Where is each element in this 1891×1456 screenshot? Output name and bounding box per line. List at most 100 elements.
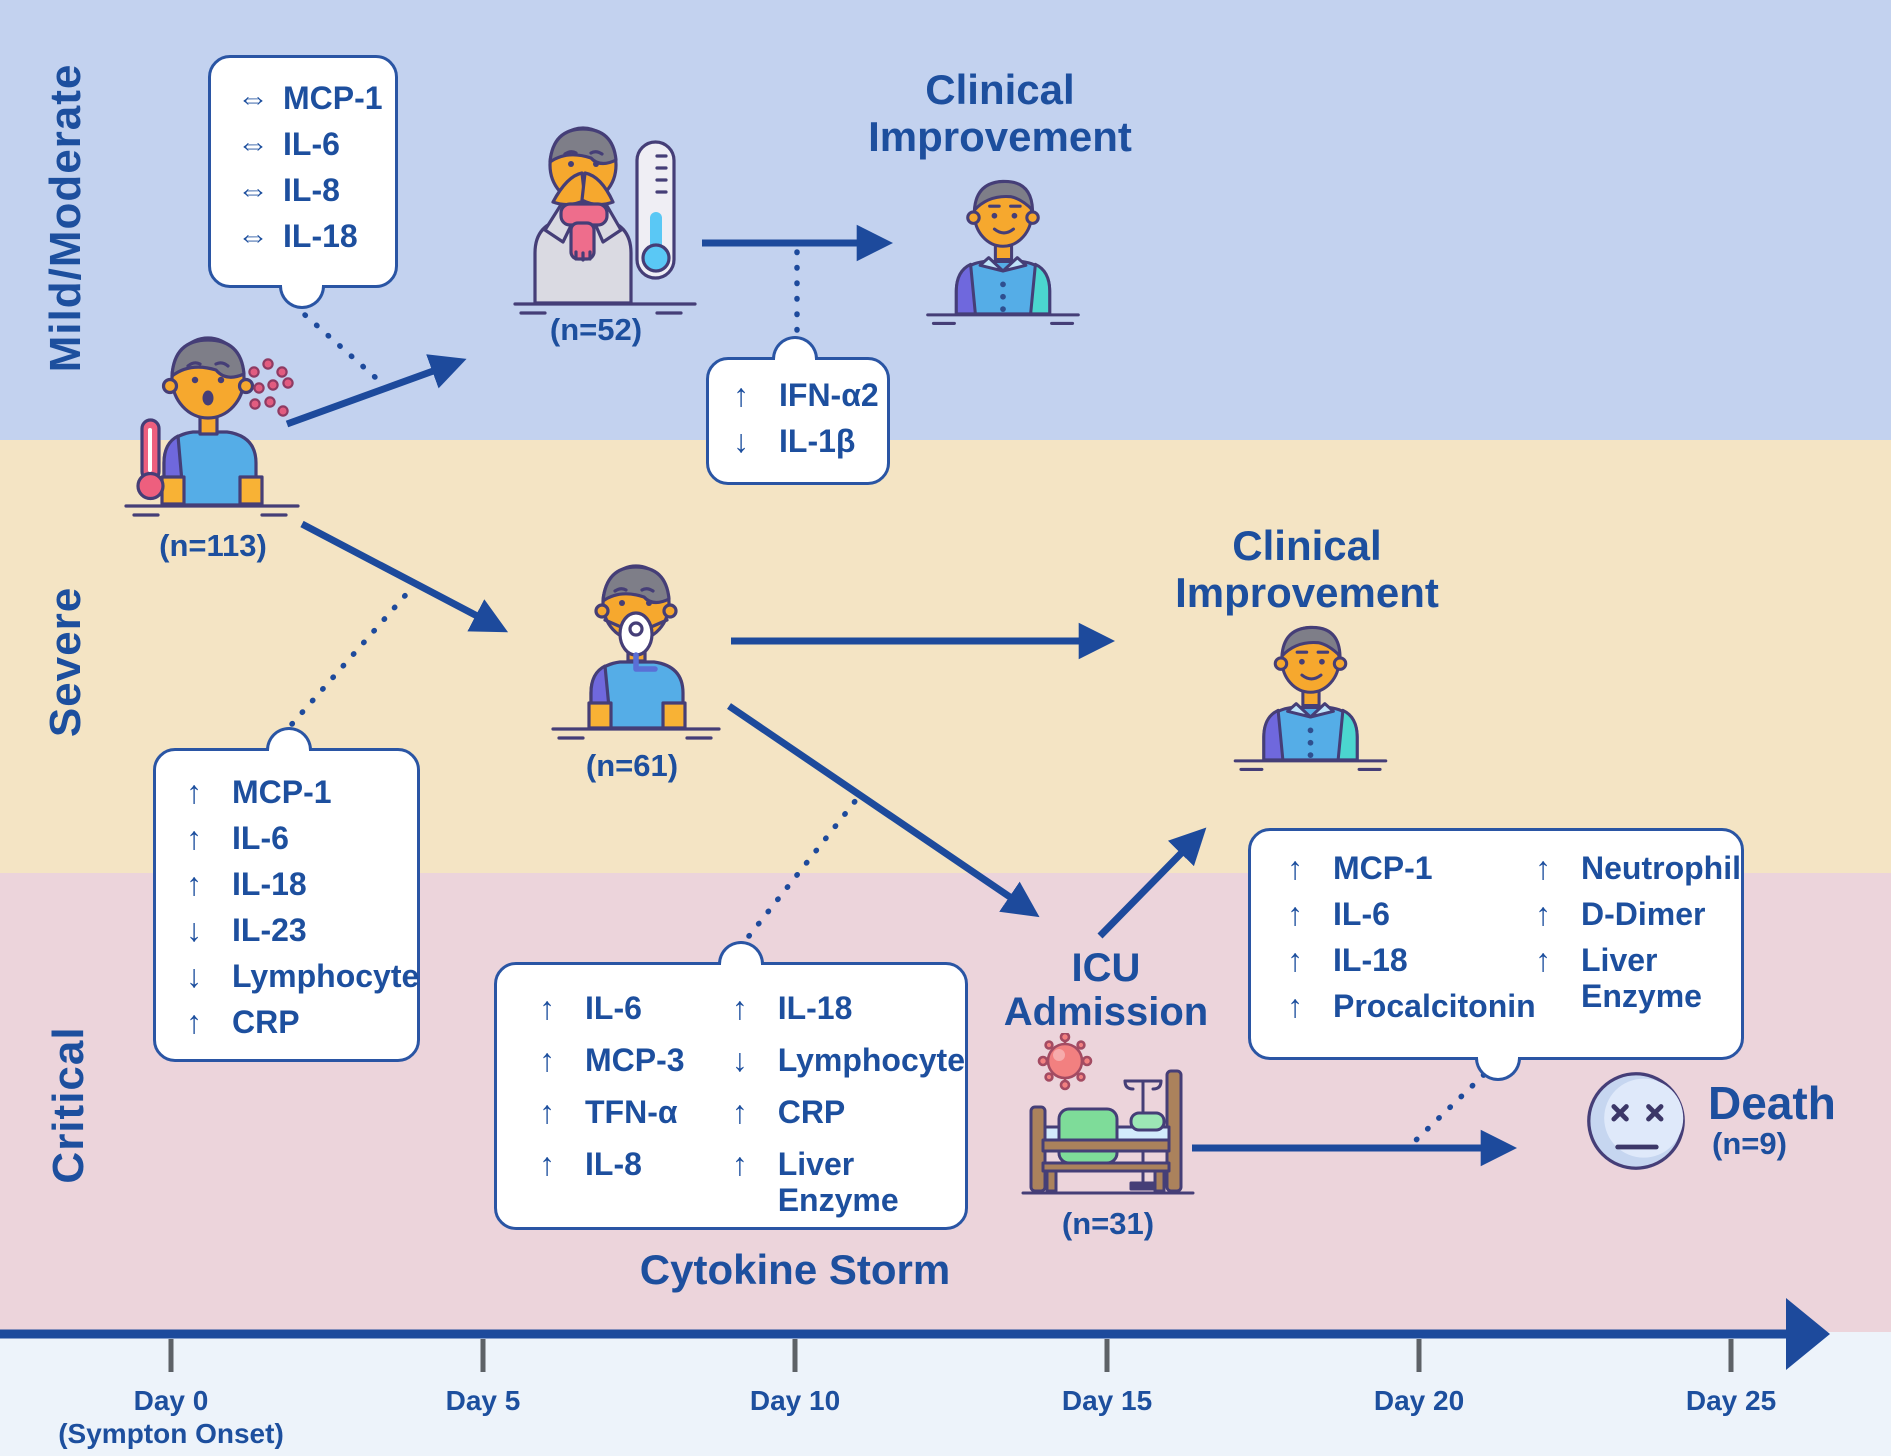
marker-label: MCP-1 (232, 774, 332, 810)
marker-label: IL-6 (1333, 896, 1390, 932)
marker-label: IL-18 (232, 866, 307, 902)
up-arrow-icon: ↑ (186, 1004, 202, 1040)
up-arrow-icon: ↑ (1535, 850, 1551, 886)
icu-count: (n=31) (1061, 1206, 1155, 1241)
marker-column: ↑MCP-1 ↑ IL-6 ↑ IL-18 ↑ Procalcitonin (1287, 850, 1536, 1035)
marker-item: ↑ IL-6 (186, 820, 417, 867)
up-arrow-icon: ↑ (731, 990, 748, 1026)
title-line: Clinical (1232, 522, 1382, 569)
up-arrow-icon: ↑ (1535, 896, 1551, 932)
marker-label: Neutrophil (1581, 850, 1741, 886)
marker-label: IL-6 (585, 990, 642, 1026)
title-line: ICU (1071, 946, 1141, 990)
marker-column: ↑ Neutrophil ↑ D-Dimer ↑ Liver Enzyme (1535, 850, 1741, 1035)
cytokine-storm-caption: Cytokine Storm (639, 1246, 951, 1293)
marker-label: IL-18 (1333, 942, 1408, 978)
title-line: Clinical (925, 66, 1075, 113)
callout-icu-markers: ↑MCP-1 ↑ IL-6 ↑ IL-18 ↑ Procalcitonin ↑ Neut… (1248, 828, 1744, 1060)
marker-column: ↑IL-18 ↓Lymphocyte ↑CRP ↑Liver Enzyme (731, 990, 965, 1219)
callout-severe-markers: ↑MCP-1 ↑IL-6 ↑IL-18 ↓IL-23 ↓Lymphocyte ↑… (153, 748, 420, 1062)
marker-label: CRP (232, 1004, 300, 1040)
marker-item: ⇔IL-6 (237, 126, 395, 173)
up-arrow-icon: ↑ (733, 377, 749, 413)
up-arrow-icon: ↑ (539, 1146, 555, 1182)
up-arrow-icon: ↑ (186, 774, 202, 810)
marker-label: CRP (777, 1094, 846, 1130)
marker-label: IL-6 (232, 820, 289, 856)
up-arrow-icon: ↑ (1287, 988, 1303, 1024)
marker-item: ↑ MCP-1 (186, 774, 417, 821)
timeline-label-day10: Day 10 (749, 1385, 841, 1416)
marker-item: ↑ IL-18 (731, 990, 965, 1043)
death-label: Death (1708, 1077, 1836, 1129)
marker-label: IL-8 (585, 1146, 642, 1182)
marker-item: ↑ IL-6 (539, 990, 732, 1043)
severe-patient-oxygen-mask-icon (541, 557, 731, 742)
marker-label: Liver Enzyme (777, 1146, 899, 1218)
mild-patient-scarf-icon (505, 120, 705, 320)
marker-item: ↓ IL-1β (733, 423, 887, 470)
no-change-arrow-icon: ⇔ (237, 172, 269, 208)
marker-item: ↑ IL-6 (1287, 896, 1535, 943)
marker-label: IL-1β (779, 423, 856, 459)
up-arrow-icon: ↑ (1287, 942, 1303, 978)
down-arrow-icon: ↓ (186, 958, 202, 994)
marker-item: ↑ CRP (186, 1004, 417, 1051)
marker-label: IL-18 (283, 218, 358, 254)
timeline-label-day20: Day 20 (1373, 1385, 1465, 1416)
recovered-person-icon (922, 170, 1084, 332)
marker-label: MCP-1 (283, 80, 383, 116)
down-arrow-icon: ↓ (733, 423, 749, 459)
no-change-arrow-icon: ⇔ (237, 218, 269, 254)
marker-label: IL-18 (777, 990, 853, 1026)
down-arrow-icon: ↓ (731, 1042, 748, 1078)
up-arrow-icon: ↑ (1287, 850, 1303, 886)
marker-item: ↑ Liver Enzyme (1535, 942, 1741, 1013)
marker-item: ↑ Procalcitonin (1287, 988, 1536, 1035)
virus-icon (1037, 1033, 1093, 1091)
recovered-person-icon (1228, 616, 1393, 778)
title-line: Admission (1003, 990, 1209, 1034)
patient-initial-count: (n=113) (159, 528, 267, 563)
marker-item: ↑ Liver Enzyme (731, 1146, 965, 1219)
up-arrow-icon: ↑ (731, 1146, 748, 1182)
callout-tail (772, 336, 818, 360)
up-arrow-icon: ↑ (186, 820, 202, 856)
up-arrow-icon: ↑ (539, 990, 555, 1026)
no-change-arrow-icon: ⇔ (237, 126, 269, 162)
day-sublabel: (Sympton Onset) (58, 1418, 284, 1449)
marker-column: ↑IL-6 ↑MCP-3 ↑TFN-α ↑IL-8 (539, 990, 732, 1219)
marker-item: ↑IL-18 (186, 866, 417, 913)
marker-label: D-Dimer (1581, 896, 1706, 932)
death-face-icon (1583, 1068, 1689, 1174)
marker-item: ↑MCP-1 (1287, 850, 1535, 897)
title-line: Improvement (868, 113, 1132, 160)
callout-cytokine-storm: ↑IL-6 ↑MCP-3 ↑TFN-α ↑IL-8 ↑IL-18 ↓Lympho… (494, 962, 968, 1230)
marker-label: IFN-α2 (779, 377, 879, 413)
callout-mild-baseline: ⇔ MCP-1 ⇔IL-6 ⇔IL-8 ⇔ IL-18 (208, 55, 398, 288)
patient-mild-count: (n=52) (549, 312, 643, 347)
icu-admission-title: ICU Admission (1004, 946, 1208, 1034)
down-arrow-icon: ↓ (186, 912, 202, 948)
timeline-label-day5: Day 5 (445, 1385, 521, 1416)
up-arrow-icon: ↑ (1287, 896, 1303, 932)
death-count: (n=9) (1712, 1126, 1787, 1161)
up-arrow-icon: ↑ (1535, 942, 1551, 978)
marker-label: Liver Enzyme (1581, 942, 1702, 1014)
no-change-arrow-icon: ⇔ (237, 80, 269, 116)
clinical-improvement-severe-title: Clinical Improvement (1175, 522, 1439, 616)
marker-label: MCP-3 (585, 1042, 685, 1078)
title-line: Improvement (1175, 569, 1439, 616)
marker-item: ↑MCP-3 (539, 1042, 732, 1095)
callout-mild-recovery: ↑ IFN-α2 ↓ IL-1β (706, 357, 890, 485)
marker-item: ⇔IL-8 (237, 172, 395, 219)
timeline-strip (0, 1332, 1891, 1456)
marker-label: Procalcitonin (1333, 988, 1536, 1024)
patient-severe-count: (n=61) (585, 748, 679, 783)
up-arrow-icon: ↑ (539, 1094, 555, 1130)
timeline-label-day15: Day 15 (1061, 1385, 1153, 1416)
marker-item: ↑ IL-8 (539, 1146, 732, 1199)
timeline-label-day25: Day 25 (1685, 1385, 1777, 1416)
marker-item: ↑ Neutrophil (1535, 850, 1741, 897)
